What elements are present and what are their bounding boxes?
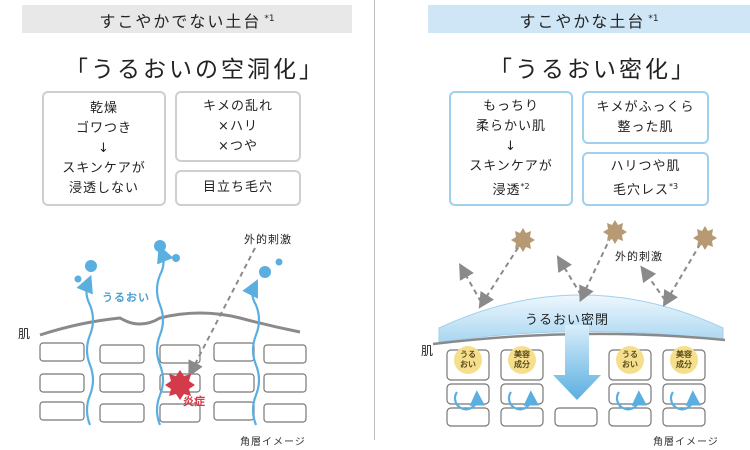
left-box-texture: キメの乱れ ×ハリ ×つや — [175, 91, 301, 162]
right-box-firmness: ハリつや肌 毛穴レス*3 — [582, 152, 709, 206]
badge-moisture-2: うるおい — [622, 350, 638, 369]
stimulus-star-icon — [511, 228, 535, 252]
panel-divider — [374, 0, 375, 440]
seal-label: うるおい密閉 — [525, 313, 610, 328]
right-box-soft: もっちり 柔らかい肌 ↓ スキンケアが 浸透*2 — [449, 91, 573, 206]
badge-ingredient-2: 美容成分 — [676, 350, 692, 369]
down-arrow-icon: ↓ — [98, 140, 110, 156]
left-heading: 「うるおいの空洞化」 — [65, 57, 325, 83]
right-external-stimulus-label: 外的刺激 — [615, 250, 663, 263]
inflammation-label: 炎症 — [183, 395, 205, 408]
left-external-stimulus-label: 外的刺激 — [244, 233, 292, 246]
stimulus-star-icon — [693, 226, 717, 250]
right-skin-illustration — [432, 220, 726, 427]
down-arrow-icon: ↓ — [505, 138, 517, 154]
right-banner: すこやかな土台*1 — [428, 5, 750, 33]
left-banner: すこやかでない土台*1 — [22, 5, 352, 33]
right-caption: 角層イメージ — [653, 437, 719, 448]
badge-moisture-1: うるおい — [460, 350, 476, 369]
left-box-pores: 目立ち毛穴 — [175, 170, 301, 206]
right-heading: 「うるおい密化」 — [489, 57, 697, 83]
badge-ingredient-1: 美容成分 — [514, 350, 530, 369]
right-skin-label: 肌 — [421, 344, 434, 358]
right-box-texture: キメがふっくら 整った肌 — [582, 91, 709, 144]
moisture-label: うるおい — [102, 291, 150, 304]
left-box-dry: 乾燥 ゴワつき ↓ スキンケアが 浸透しない — [42, 91, 166, 206]
inflammation-burst-icon — [165, 370, 195, 400]
left-panel: すこやかでない土台*1 「うるおいの空洞化」 乾燥 ゴワつき ↓ スキンケアが … — [18, 5, 352, 448]
right-panel: すこやかな土台*1 「うるおい密化」 もっちり 柔らかい肌 ↓ スキンケアが 浸… — [375, 0, 750, 450]
left-skin-label: 肌 — [18, 327, 31, 341]
left-caption: 角層イメージ — [240, 437, 306, 448]
left-skin-illustration — [39, 240, 307, 426]
stimulus-star-icon — [603, 220, 627, 244]
